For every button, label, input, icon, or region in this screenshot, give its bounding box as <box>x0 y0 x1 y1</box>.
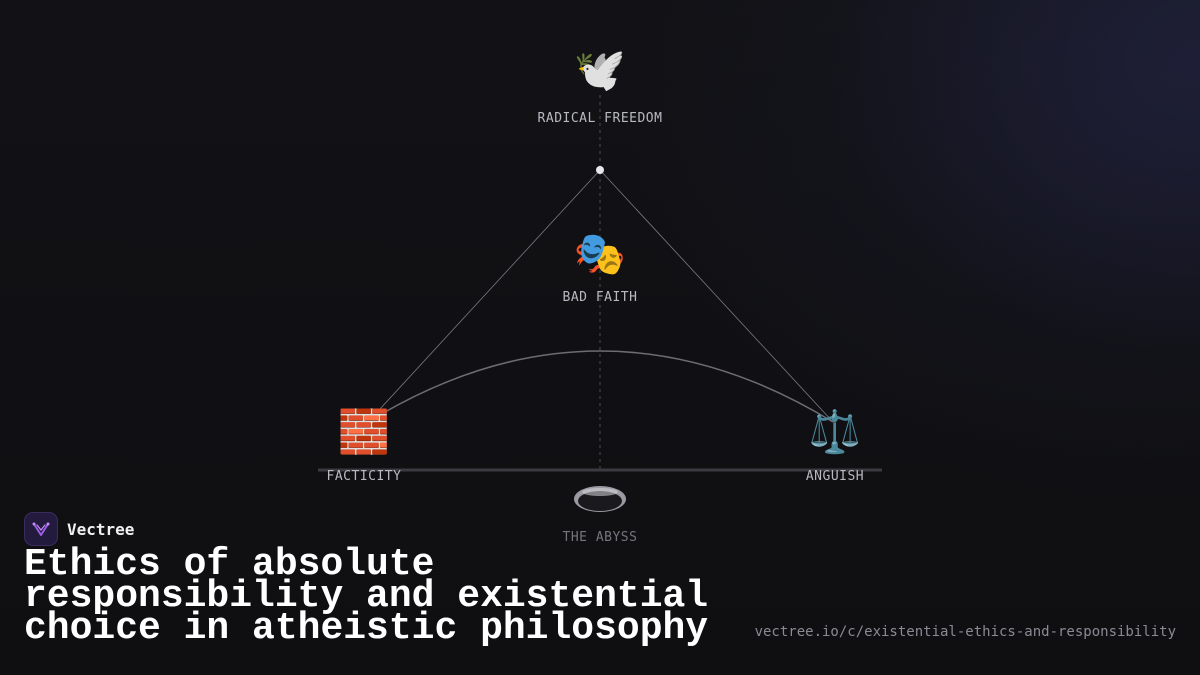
node-label-facticity: FACTICITY <box>326 469 402 484</box>
edge-apex-anguish <box>599 169 834 423</box>
brand-name: Vectree <box>67 519 135 539</box>
balance-scale-icon: ⚖️ <box>808 407 862 456</box>
tension-arc <box>367 350 834 423</box>
page-title: Ethics of absolute responsibility and ex… <box>24 543 709 650</box>
brick-wall-icon: 🧱 <box>337 407 391 456</box>
node-label-bad-faith: BAD FAITH <box>562 290 638 305</box>
theater-masks-icon: 🎭 <box>573 229 627 278</box>
edge-apex-facticity <box>367 169 601 423</box>
node-label-the-abyss: THE ABYSS <box>562 530 638 545</box>
dove-icon: 🕊️ <box>573 45 627 94</box>
apex-point <box>596 166 604 174</box>
brand[interactable]: Vectree <box>24 512 134 546</box>
node-label-anguish: ANGUISH <box>805 469 865 484</box>
page-url[interactable]: vectree.io/c/existential-ethics-and-resp… <box>754 624 1176 640</box>
abyss-hole-icon <box>574 486 626 512</box>
node-label-radical-freedom: RADICAL FREEDOM <box>537 111 663 126</box>
vectree-logo-icon <box>24 512 58 546</box>
